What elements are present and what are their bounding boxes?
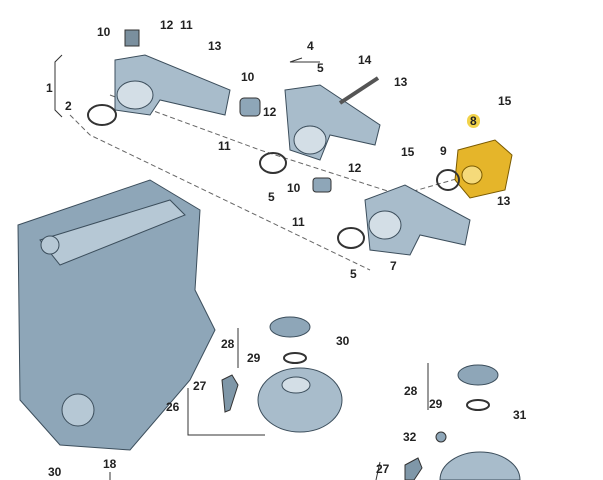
- o-ring-5b: [337, 227, 365, 249]
- callout-11c: 11: [292, 215, 305, 229]
- assembly-guide-line-2: [109, 94, 471, 196]
- callout-27: 27: [193, 379, 207, 393]
- callout-10: 10: [97, 25, 111, 39]
- callout-26: 26: [166, 400, 180, 414]
- callout-12: 12: [160, 18, 174, 32]
- callout-11: 11: [180, 18, 193, 32]
- o-ring-9: [436, 169, 460, 191]
- expansion-tank-2: [404, 364, 521, 480]
- o-ring-2: [87, 104, 117, 126]
- callout-10b: 10: [241, 70, 255, 84]
- callout-5: 5: [317, 61, 324, 75]
- bolt-14: [338, 76, 380, 105]
- coolant-flange-1: [114, 29, 231, 116]
- callout-18: 18: [103, 457, 117, 471]
- callout-29b: 29: [429, 397, 443, 411]
- callout-30-partial: 30: [48, 465, 62, 479]
- callout-4: 4: [307, 39, 314, 53]
- callout-27b: 27: [376, 462, 390, 476]
- coolant-flange-7: [312, 177, 471, 256]
- callout-10c: 10: [287, 181, 301, 195]
- leader-lines: [54, 54, 429, 480]
- callout-29: 29: [247, 351, 261, 365]
- callout-12b: 12: [263, 105, 277, 119]
- callout-28: 28: [221, 337, 235, 351]
- callout-32: 32: [403, 430, 417, 444]
- callout-13: 13: [208, 39, 222, 53]
- callout-14: 14: [358, 53, 372, 67]
- callout-15: 15: [498, 94, 512, 108]
- callout-15b: 15: [401, 145, 415, 159]
- engine-block: [17, 179, 216, 451]
- callout-2: 2: [65, 99, 72, 113]
- callout-9: 9: [440, 144, 447, 158]
- callout-11b: 11: [218, 139, 231, 153]
- callout-30: 30: [336, 334, 350, 348]
- callout-12c: 12: [348, 161, 362, 175]
- highlighted-part-8[interactable]: [454, 139, 513, 199]
- callout-28b: 28: [404, 384, 418, 398]
- callout-13c: 13: [497, 194, 511, 208]
- expansion-tank-1: [221, 316, 343, 433]
- callout-7: 7: [390, 259, 397, 273]
- callout-31: 31: [513, 408, 527, 422]
- o-ring-5a: [259, 152, 287, 174]
- callout-1: 1: [46, 81, 53, 95]
- coolant-flange-4: [239, 84, 381, 161]
- callout-13b: 13: [394, 75, 408, 89]
- assembly-guide-line: [69, 114, 371, 271]
- callout-8-highlighted[interactable]: 8: [467, 114, 480, 128]
- callout-5c: 5: [350, 267, 357, 281]
- callout-5b: 5: [268, 190, 275, 204]
